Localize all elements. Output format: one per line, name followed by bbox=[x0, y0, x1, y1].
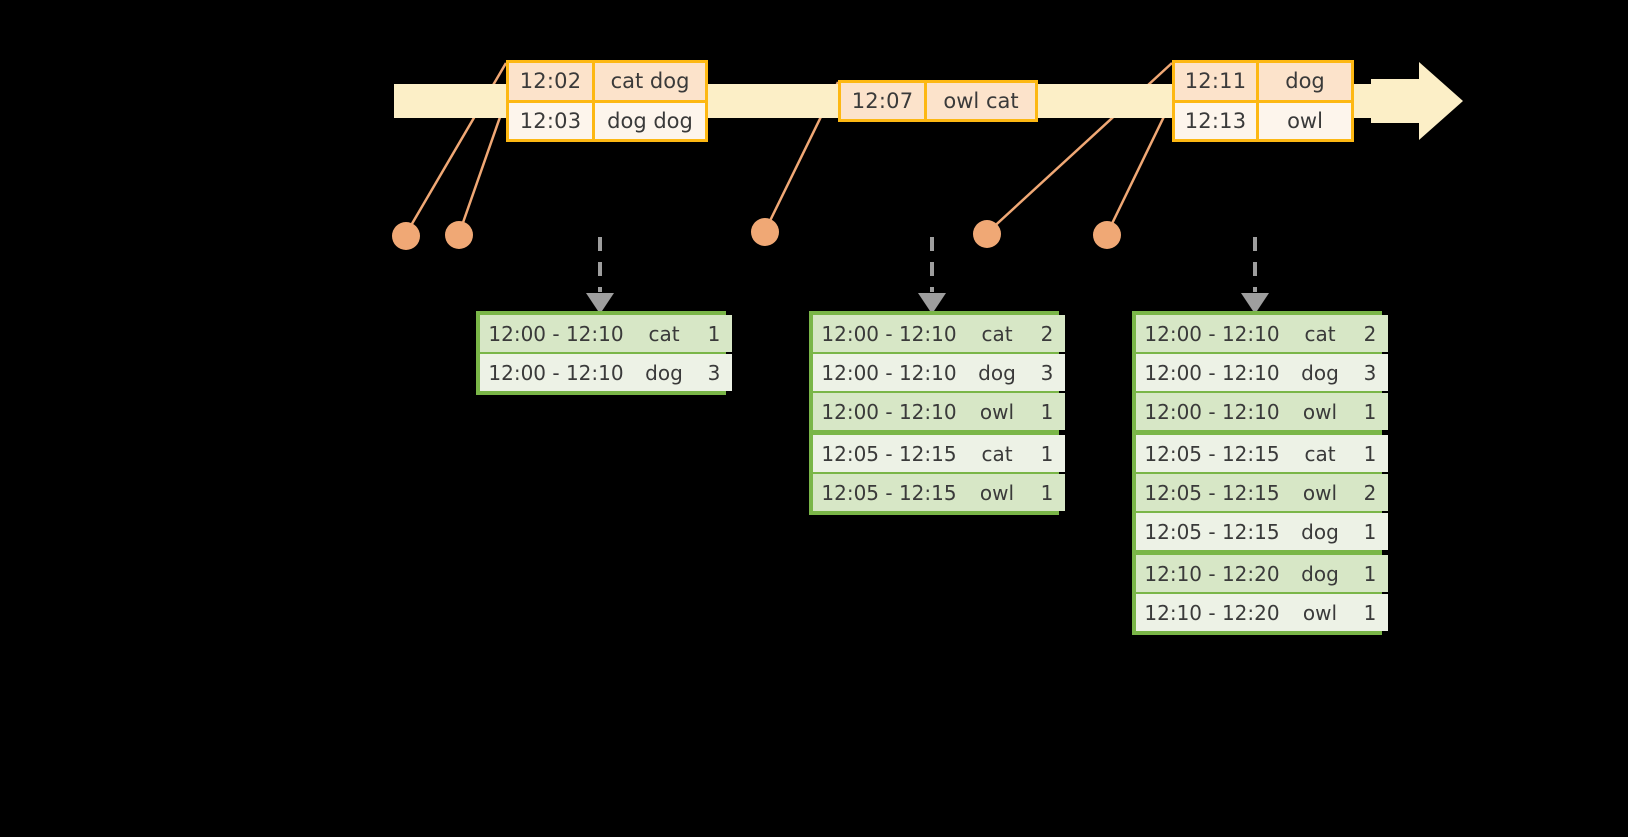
cell-window: 12:00 - 12:10 bbox=[480, 354, 632, 391]
leader-line-2 bbox=[457, 99, 508, 235]
cell-word: cat bbox=[1291, 315, 1349, 352]
event-words: dog dog bbox=[607, 108, 693, 133]
cell-window: 12:10 - 12:20 bbox=[1136, 555, 1288, 592]
cell-word: cat bbox=[968, 315, 1026, 352]
cell-count: 1 bbox=[1352, 513, 1388, 550]
cell-word: owl bbox=[1291, 393, 1349, 430]
cell-count: 1 bbox=[1352, 555, 1388, 592]
cell-count: 1 bbox=[696, 315, 732, 352]
event-group-2[interactable]: 12:07 owl cat bbox=[838, 80, 1038, 122]
event-dot-1 bbox=[392, 222, 420, 250]
event-dot-4 bbox=[973, 220, 1001, 248]
event-group-3[interactable]: 12:11 dog 12:13 owl bbox=[1172, 60, 1354, 142]
cell-word: owl bbox=[1291, 594, 1349, 631]
cell-count: 3 bbox=[1352, 354, 1388, 391]
cell-word: dog bbox=[968, 354, 1026, 391]
cell-count: 1 bbox=[1352, 594, 1388, 631]
cell-window: 12:00 - 12:10 bbox=[1136, 393, 1288, 430]
cell-word: dog bbox=[1291, 513, 1349, 550]
cell-window: 12:00 - 12:10 bbox=[813, 354, 965, 391]
event-time: 12:02 bbox=[509, 63, 595, 100]
event-row[interactable]: 12:11 dog bbox=[1175, 63, 1351, 100]
event-words: owl cat bbox=[943, 89, 1019, 113]
cell-count: 2 bbox=[1352, 474, 1388, 511]
cell-count: 3 bbox=[696, 354, 732, 391]
cell-window: 12:05 - 12:15 bbox=[1136, 513, 1288, 550]
cell-count: 1 bbox=[1029, 474, 1065, 511]
event-dots bbox=[392, 218, 1121, 250]
cell-window: 12:05 - 12:15 bbox=[813, 435, 965, 472]
cell-word: owl bbox=[968, 393, 1026, 430]
cell-word: dog bbox=[1291, 354, 1349, 391]
dashed-arrow-shafts bbox=[598, 237, 1257, 292]
cell-window: 12:00 - 12:10 bbox=[1136, 354, 1288, 391]
event-group-1[interactable]: 12:02 cat dog 12:03 dog dog bbox=[506, 60, 708, 142]
event-dot-3 bbox=[751, 218, 779, 246]
cell-window: 12:05 - 12:15 bbox=[1136, 474, 1288, 511]
event-words: owl bbox=[1287, 108, 1323, 133]
leader-line-5 bbox=[1105, 99, 1174, 235]
event-time: 12:03 bbox=[509, 102, 595, 139]
cell-count: 2 bbox=[1352, 315, 1388, 352]
event-row[interactable]: 12:07 owl cat bbox=[841, 83, 1035, 119]
cell-word: dog bbox=[1291, 555, 1349, 592]
cell-count: 1 bbox=[1029, 435, 1065, 472]
cell-window: 12:05 - 12:15 bbox=[813, 474, 965, 511]
event-time: 12:11 bbox=[1175, 63, 1259, 100]
event-time: 12:07 bbox=[841, 83, 927, 119]
event-row[interactable]: 12:03 dog dog bbox=[509, 99, 705, 139]
cell-window: 12:00 - 12:10 bbox=[1136, 315, 1288, 352]
cell-window: 12:10 - 12:20 bbox=[1136, 594, 1288, 631]
cell-word: owl bbox=[968, 474, 1026, 511]
cell-window: 12:00 - 12:10 bbox=[813, 393, 965, 430]
cell-count: 1 bbox=[1029, 393, 1065, 430]
cell-count: 2 bbox=[1029, 315, 1065, 352]
event-dot-5 bbox=[1093, 221, 1121, 249]
cell-word: dog bbox=[635, 354, 693, 391]
cell-word: cat bbox=[635, 315, 693, 352]
cell-count: 1 bbox=[1352, 393, 1388, 430]
cell-window: 12:00 - 12:10 bbox=[480, 315, 632, 352]
event-row[interactable]: 12:02 cat dog bbox=[509, 63, 705, 100]
cell-word: cat bbox=[1291, 435, 1349, 472]
cell-window: 12:05 - 12:15 bbox=[1136, 435, 1288, 472]
event-words: cat dog bbox=[610, 69, 690, 94]
cell-count: 1 bbox=[1352, 435, 1388, 472]
cell-word: owl bbox=[1291, 474, 1349, 511]
event-words: dog bbox=[1285, 69, 1325, 94]
cell-window: 12:00 - 12:10 bbox=[813, 315, 965, 352]
cell-count: 3 bbox=[1029, 354, 1065, 391]
event-dot-2 bbox=[445, 221, 473, 249]
event-time: 12:13 bbox=[1175, 102, 1259, 139]
cell-word: cat bbox=[968, 435, 1026, 472]
event-row[interactable]: 12:13 owl bbox=[1175, 99, 1351, 139]
timeline-arrowhead bbox=[1371, 62, 1463, 140]
